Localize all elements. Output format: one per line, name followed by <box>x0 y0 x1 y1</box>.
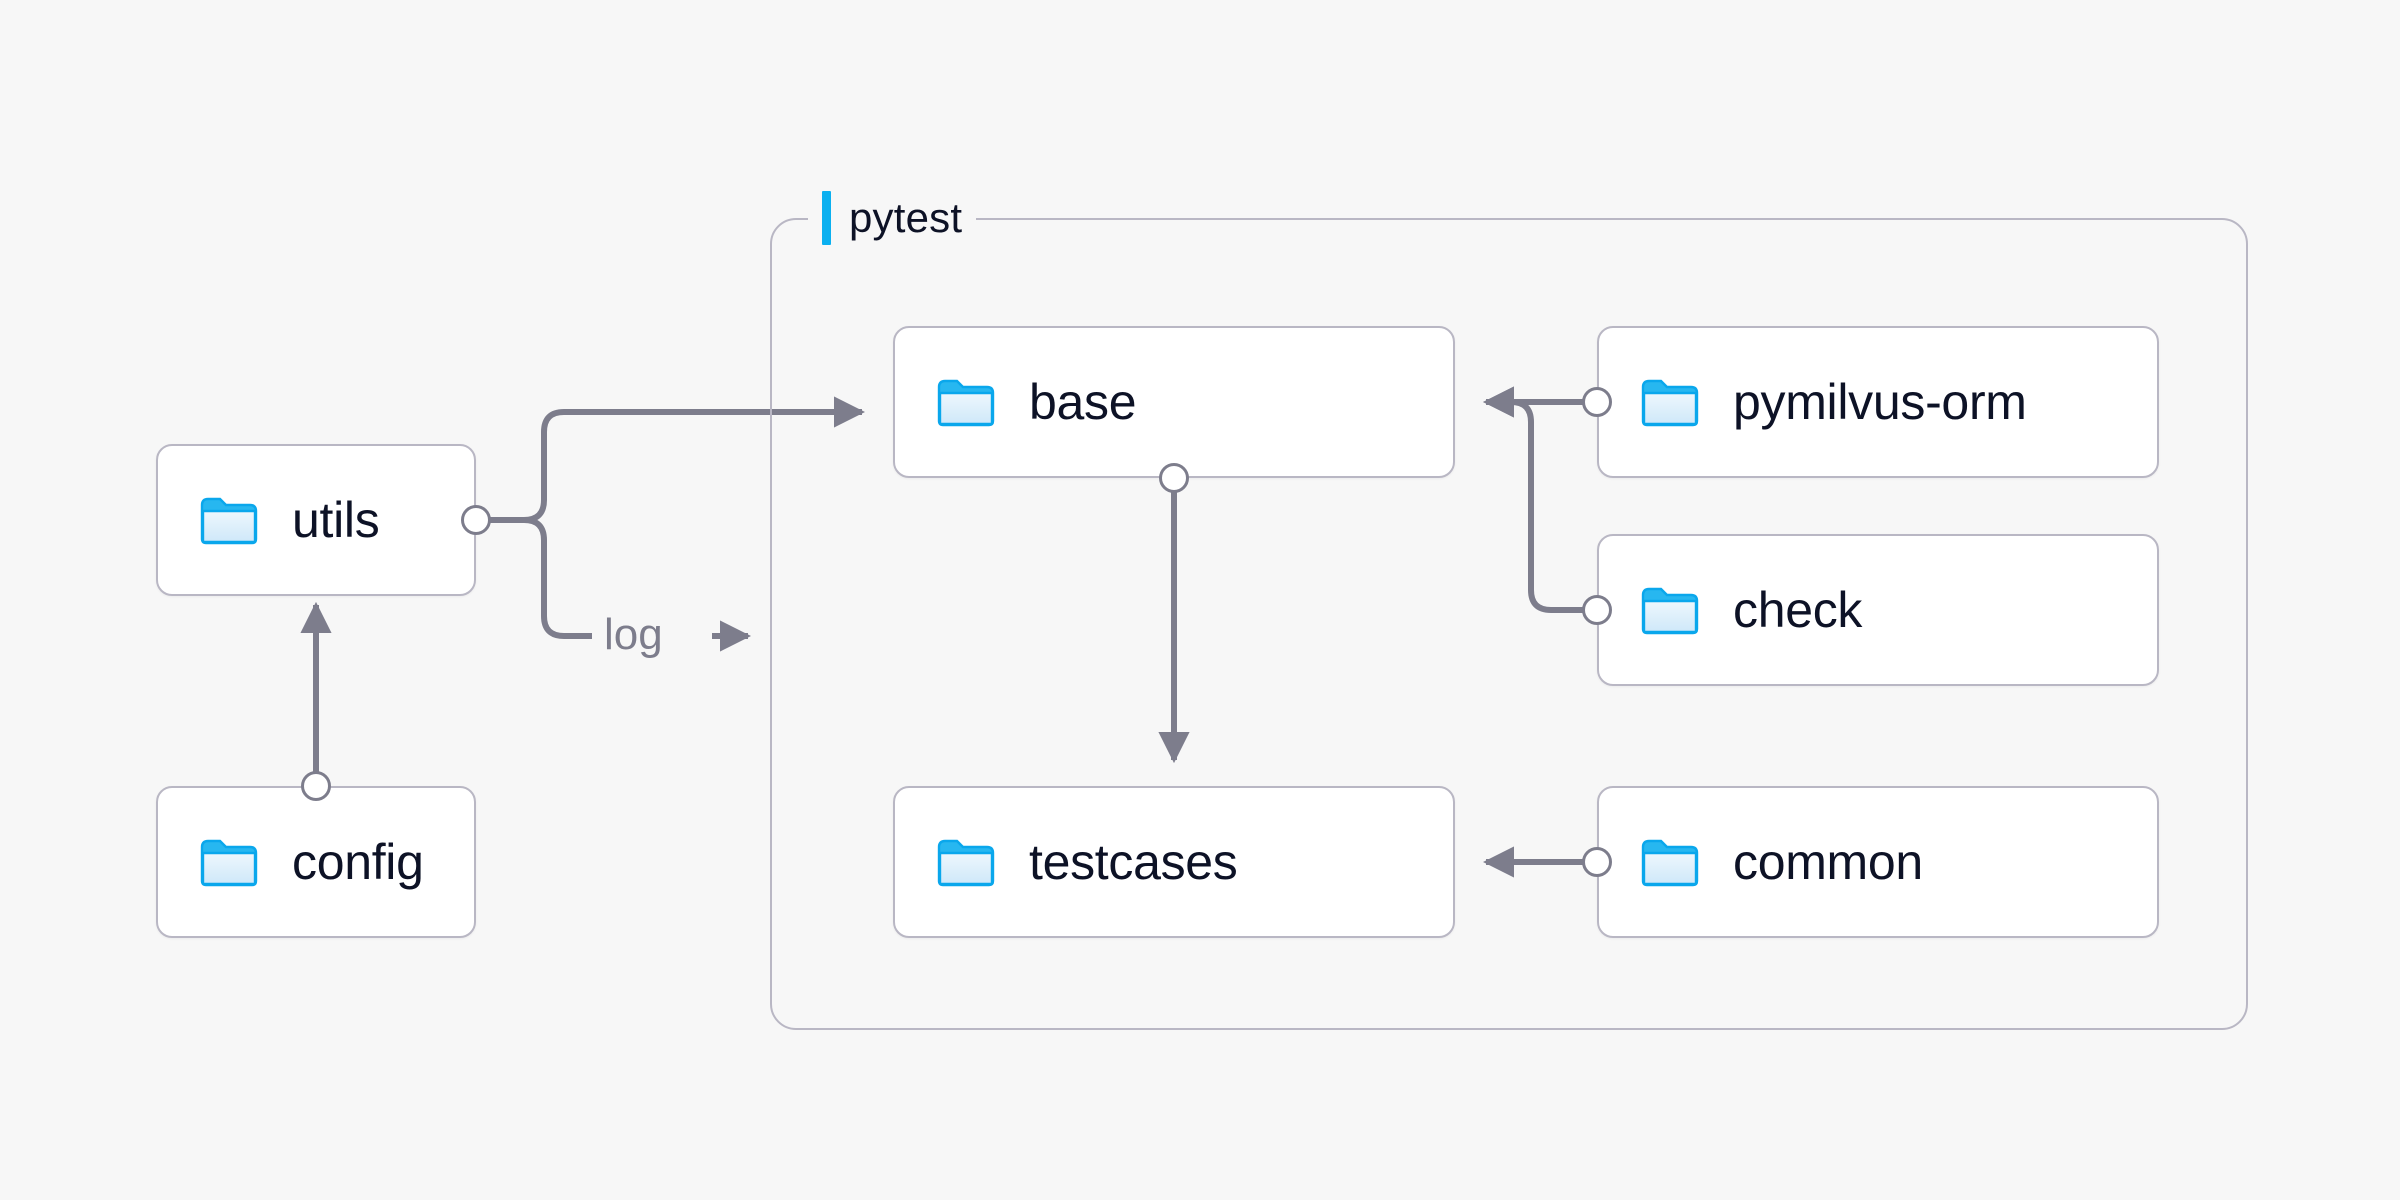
node-utils-label: utils <box>292 492 380 548</box>
node-config-label: config <box>292 834 424 890</box>
edge-label-log: log <box>604 610 663 659</box>
folder-icon <box>937 379 995 427</box>
accent-bar-icon <box>822 191 831 245</box>
folder-icon <box>937 839 995 887</box>
node-check-label: check <box>1733 582 1863 638</box>
pytest-group-label: pytest <box>808 189 977 247</box>
handle-common-left[interactable] <box>1582 847 1612 877</box>
folder-icon <box>1641 587 1699 635</box>
node-base[interactable]: base <box>893 326 1455 478</box>
node-pymilvus-orm-label: pymilvus-orm <box>1733 374 2027 430</box>
pytest-group-container[interactable] <box>770 218 2248 1030</box>
edge-check-to-base <box>1482 386 1597 613</box>
node-pymilvus-orm[interactable]: pymilvus-orm <box>1597 326 2159 478</box>
node-base-label: base <box>1029 374 1137 430</box>
handle-check-left[interactable] <box>1582 595 1612 625</box>
node-config[interactable]: config <box>156 786 476 938</box>
folder-icon <box>1641 839 1699 887</box>
handle-config-top[interactable] <box>301 771 331 801</box>
node-testcases-label: testcases <box>1029 834 1238 890</box>
handle-pymilvus-orm-left[interactable] <box>1582 387 1612 417</box>
node-common[interactable]: common <box>1597 786 2159 938</box>
handle-utils-right[interactable] <box>461 505 491 535</box>
pytest-group-label-text: pytest <box>849 194 963 241</box>
handle-base-bottom[interactable] <box>1159 463 1189 493</box>
folder-icon <box>200 839 258 887</box>
folder-icon <box>1641 379 1699 427</box>
node-testcases[interactable]: testcases <box>893 786 1455 938</box>
node-check[interactable]: check <box>1597 534 2159 686</box>
folder-icon <box>200 497 258 545</box>
node-common-label: common <box>1733 834 1923 890</box>
node-utils[interactable]: utils <box>156 444 476 596</box>
edge-utils-to-log <box>476 517 592 639</box>
